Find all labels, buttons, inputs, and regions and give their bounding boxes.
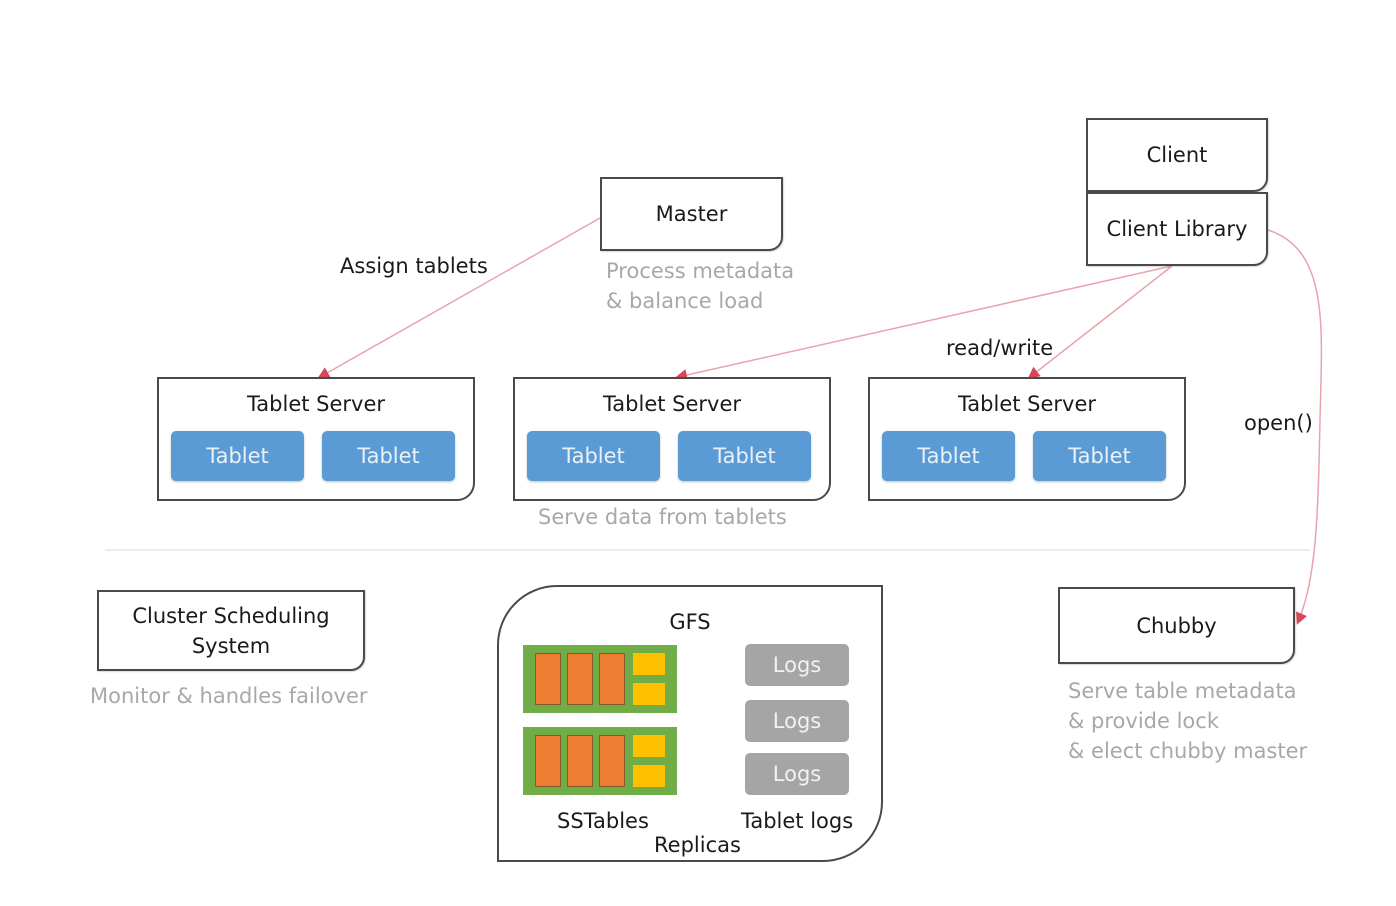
sstable-block — [567, 735, 593, 787]
gfs-title: GFS — [669, 610, 711, 634]
tablet-log: Logs — [745, 700, 849, 742]
master-node: Master — [600, 177, 783, 251]
read-write-arrow-right — [1027, 265, 1173, 379]
open-arrow — [1267, 229, 1323, 625]
open-label: open() — [1244, 411, 1313, 435]
gfs-node: GFS Logs Logs Logs SSTables Tablet logs … — [497, 585, 883, 862]
sstable-block — [535, 653, 561, 705]
chubby-label: Chubby — [1136, 613, 1217, 638]
replicas-label: Replicas — [654, 833, 741, 857]
tablet-servers-note: Serve data from tablets — [538, 505, 787, 529]
client-library-label: Client Library — [1106, 217, 1248, 241]
sstables-label: SSTables — [557, 809, 649, 833]
sstable-index — [633, 653, 665, 675]
tablet: Tablet — [882, 431, 1015, 481]
sstable-block — [567, 653, 593, 705]
chubby-note-line3: & elect chubby master — [1068, 739, 1308, 763]
tablet: Tablet — [678, 431, 811, 481]
read-write-label: read/write — [946, 336, 1054, 360]
cluster-scheduling-node: Cluster Scheduling System — [97, 590, 365, 671]
cluster-label-line1: Cluster Scheduling — [132, 603, 330, 628]
chubby-note-line1: Serve table metadata — [1068, 679, 1297, 703]
master-note-line1: Process metadata — [606, 259, 795, 283]
read-write-arrow-middle — [675, 265, 1173, 381]
tablet-log: Logs — [745, 753, 849, 795]
tablet-server: Tablet Server Tablet Tablet — [513, 377, 831, 501]
sstable-index — [633, 735, 665, 757]
client-label: Client — [1146, 143, 1208, 167]
sstable-block — [599, 653, 625, 705]
tablet: Tablet — [527, 431, 660, 481]
tablet-logs-label: Tablet logs — [741, 809, 854, 833]
tablet-log: Logs — [745, 644, 849, 686]
cluster-label-line2: System — [191, 633, 271, 658]
assign-tablets-label: Assign tablets — [340, 254, 488, 278]
master-note-line2: & balance load — [606, 289, 764, 313]
chubby-node: Chubby — [1058, 587, 1295, 664]
sstable — [523, 727, 677, 795]
assign-tablets-arrow — [317, 217, 601, 379]
tablet-server: Tablet Server Tablet Tablet — [868, 377, 1186, 501]
sstable-index — [633, 765, 665, 787]
tablet-server-title: Tablet Server — [246, 392, 386, 416]
chubby-note-line2: & provide lock — [1068, 709, 1219, 733]
client-node: Client — [1086, 118, 1268, 192]
master-note: Process metadata & balance load — [606, 256, 866, 316]
sstable-index — [633, 683, 665, 705]
sstable-block — [599, 735, 625, 787]
client-library-node: Client Library — [1086, 192, 1268, 266]
chubby-note: Serve table metadata & provide lock & el… — [1068, 676, 1368, 766]
tablet: Tablet — [171, 431, 304, 481]
tablet-server-title: Tablet Server — [602, 392, 742, 416]
sstable-block — [535, 735, 561, 787]
tablet: Tablet — [1033, 431, 1166, 481]
tablet-server: Tablet Server Tablet Tablet — [157, 377, 475, 501]
master-label: Master — [655, 202, 728, 226]
tablet: Tablet — [322, 431, 455, 481]
cluster-note: Monitor & handles failover — [90, 684, 368, 708]
tablet-server-title: Tablet Server — [957, 392, 1097, 416]
sstable — [523, 645, 677, 713]
